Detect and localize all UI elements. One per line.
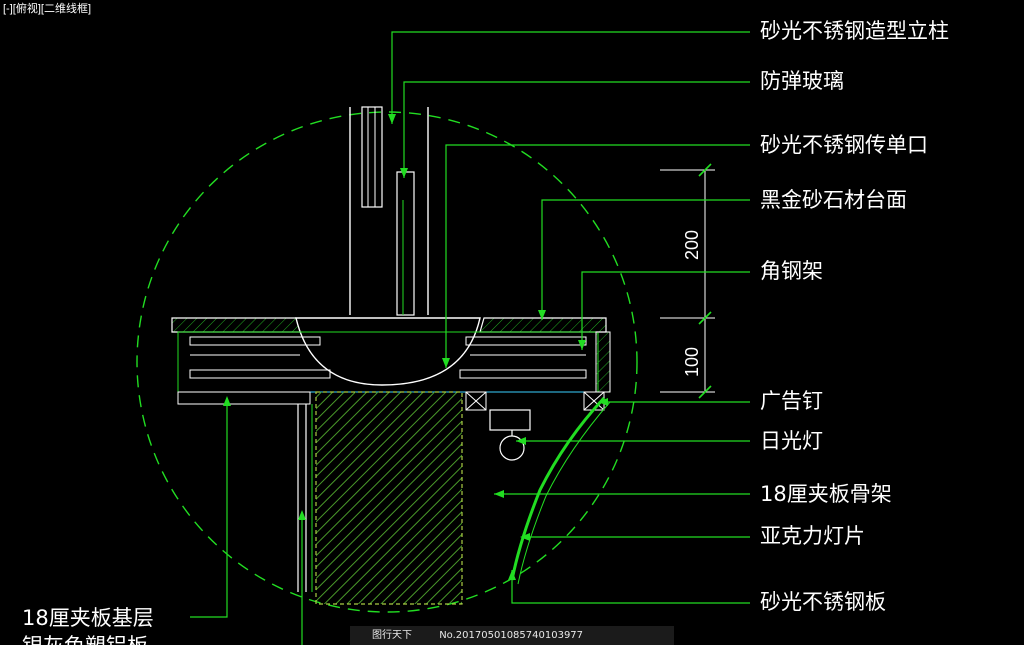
left-callout: 18厘夹板基层 银灰色塑铝板 bbox=[22, 604, 154, 645]
leader-arrows bbox=[223, 114, 608, 580]
fluorescent-light bbox=[489, 409, 531, 461]
callout-steel-plate: 砂光不锈钢板 bbox=[760, 590, 886, 614]
watermark-bar: 图行天下 No.20170501085740103977 bbox=[350, 626, 674, 645]
detail-circle bbox=[136, 111, 638, 613]
counter-frame bbox=[177, 331, 611, 411]
column-and-glass bbox=[349, 106, 429, 316]
dimension-100: 100 bbox=[682, 347, 702, 377]
callout-countertop: 黑金砂石材台面 bbox=[760, 188, 907, 212]
leader-lines bbox=[190, 31, 750, 645]
base-block bbox=[297, 391, 463, 605]
dimension-lines bbox=[660, 163, 715, 399]
callout-column: 砂光不锈钢造型立柱 bbox=[760, 19, 949, 43]
callout-angle-steel: 角钢架 bbox=[760, 259, 823, 283]
callout-ad-nail: 广告钉 bbox=[760, 389, 823, 413]
watermark-site: 图行天下 bbox=[372, 630, 412, 641]
counter-top bbox=[171, 317, 607, 386]
callout-glass: 防弹玻璃 bbox=[760, 69, 844, 93]
callout-plywood-frame: 18厘夹板骨架 bbox=[760, 482, 892, 506]
callout-flyer-slot: 砂光不锈钢传单口 bbox=[760, 133, 928, 157]
acrylic-panel bbox=[510, 396, 611, 585]
callout-acrylic: 亚克力灯片 bbox=[760, 524, 865, 548]
dimension-200: 200 bbox=[682, 230, 702, 260]
callout-fluorescent: 日光灯 bbox=[760, 429, 823, 453]
left-callout-line2: 银灰色塑铝板 bbox=[22, 632, 154, 645]
viewport-label[interactable]: [-][俯视][二维线框] bbox=[3, 3, 91, 15]
left-callout-line1: 18厘夹板基层 bbox=[22, 606, 154, 630]
watermark-ref: No.20170501085740103977 bbox=[439, 630, 584, 641]
